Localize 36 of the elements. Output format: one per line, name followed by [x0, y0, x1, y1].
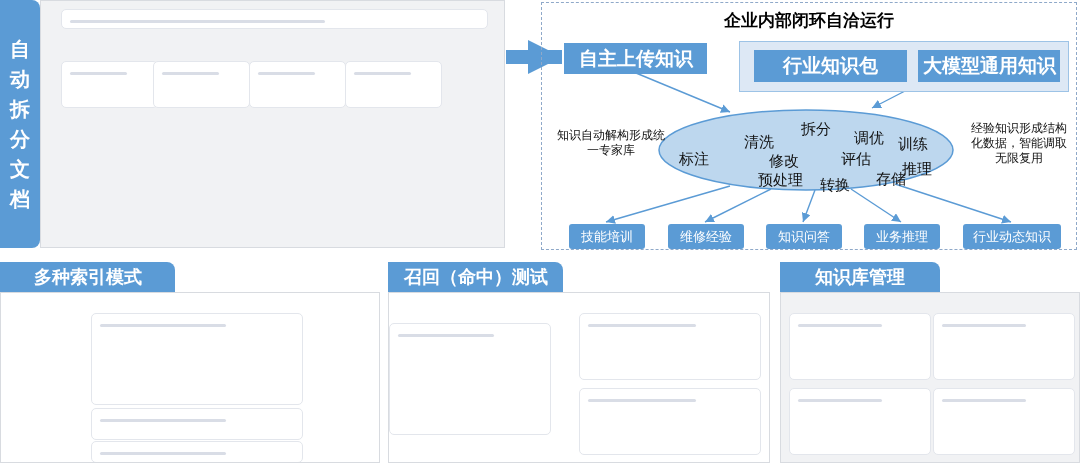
section-tab: 召回（命中）测试 [388, 262, 563, 292]
step-label: 评估 [841, 151, 871, 168]
step-label: 训练 [898, 136, 928, 153]
section-tab: 多种索引模式 [0, 262, 175, 292]
step-label: 拆分 [801, 121, 831, 138]
output-box: 技能培训 [569, 224, 645, 249]
step-label: 标注 [679, 151, 709, 168]
process-box: 自主上传知识 [564, 43, 707, 74]
output-box: 业务推理 [864, 224, 940, 249]
vertical-title-band: 自动拆分文档 [0, 0, 40, 248]
output-box: 行业动态知识 [963, 224, 1061, 249]
app-screenshot [0, 292, 380, 463]
group-panel [739, 41, 1069, 92]
app-screenshot [780, 292, 1080, 463]
arrow [871, 90, 906, 109]
arrow [850, 188, 902, 223]
note-text: 知识自动解构形成统一专家库 [556, 128, 666, 158]
step-label: 修改 [769, 153, 799, 170]
arrow [894, 183, 1012, 224]
process-box: 行业知识包 [754, 50, 907, 82]
app-screenshot [40, 0, 505, 248]
step-label: 清洗 [744, 134, 774, 151]
arrow [605, 185, 731, 224]
step-label: 预处理 [758, 172, 803, 189]
dashed-frame [541, 2, 1077, 250]
frame-title: 企业内部闭环自洽运行 [723, 9, 895, 32]
output-box: 维修经验 [668, 224, 744, 249]
output-box: 知识问答 [766, 224, 842, 249]
arrow [704, 188, 772, 223]
section-tab: 知识库管理 [780, 262, 940, 292]
note-text: 经验知识形成结构化数据，智能调取无限复用 [970, 121, 1068, 166]
app-screenshot [388, 292, 770, 463]
arrow [801, 189, 816, 223]
process-box: 大模型通用知识 [918, 50, 1060, 82]
step-label: 调优 [854, 130, 884, 147]
step-label: 转换 [820, 177, 850, 194]
